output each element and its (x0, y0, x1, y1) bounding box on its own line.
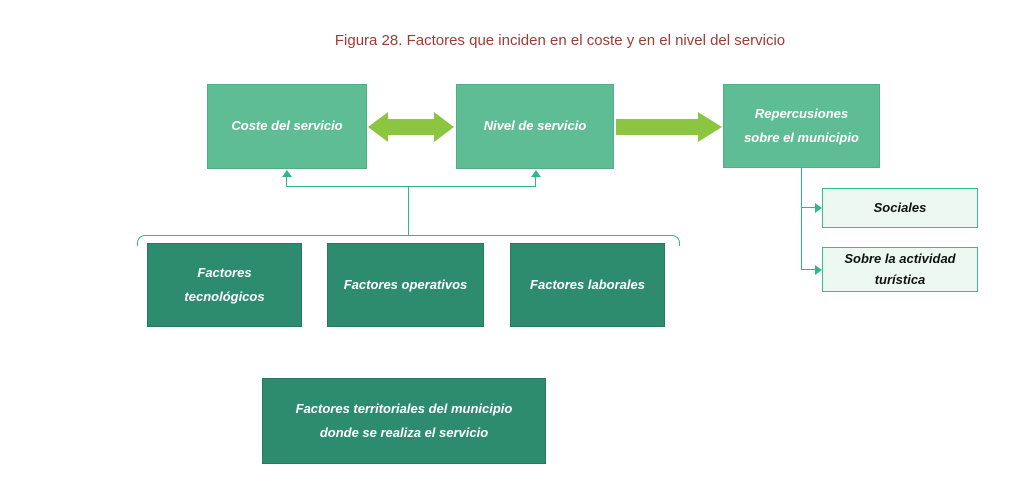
node-repercusiones-municipio: Repercusiones sobre el municipio (723, 84, 880, 168)
node-factores-operativos: Factores operativos (327, 243, 484, 327)
connector-repercusiones-stem (801, 168, 802, 270)
arrow-up-to-coste-icon (282, 170, 292, 177)
node-factores-territoriales: Factores territoriales del municipio don… (262, 378, 546, 464)
node-nivel-de-servicio: Nivel de servicio (456, 84, 614, 169)
node-actividad-turistica: Sobre la actividad turística (822, 247, 978, 292)
node-sociales: Sociales (822, 188, 978, 228)
connector-nivel-stub (535, 176, 536, 187)
connector-horizontal-top (287, 186, 536, 187)
right-arrow-icon (616, 110, 722, 144)
arrow-right-to-actividad-icon (815, 265, 822, 275)
node-factores-laborales: Factores laborales (510, 243, 665, 327)
connector-to-actividad (801, 269, 815, 270)
double-arrow-icon (368, 110, 454, 144)
node-factores-tecnologicos: Factores tecnológicos (147, 243, 302, 327)
connector-coste-stub (286, 176, 287, 187)
connector-vertical-stem (408, 186, 409, 235)
figure-title: Figura 28. Factores que inciden en el co… (334, 32, 786, 49)
arrow-up-to-nivel-icon (531, 170, 541, 177)
factors-bracket (137, 235, 680, 246)
node-coste-del-servicio: Coste del servicio (207, 84, 367, 169)
connector-to-sociales (801, 207, 815, 208)
arrow-right-to-sociales-icon (815, 203, 822, 213)
